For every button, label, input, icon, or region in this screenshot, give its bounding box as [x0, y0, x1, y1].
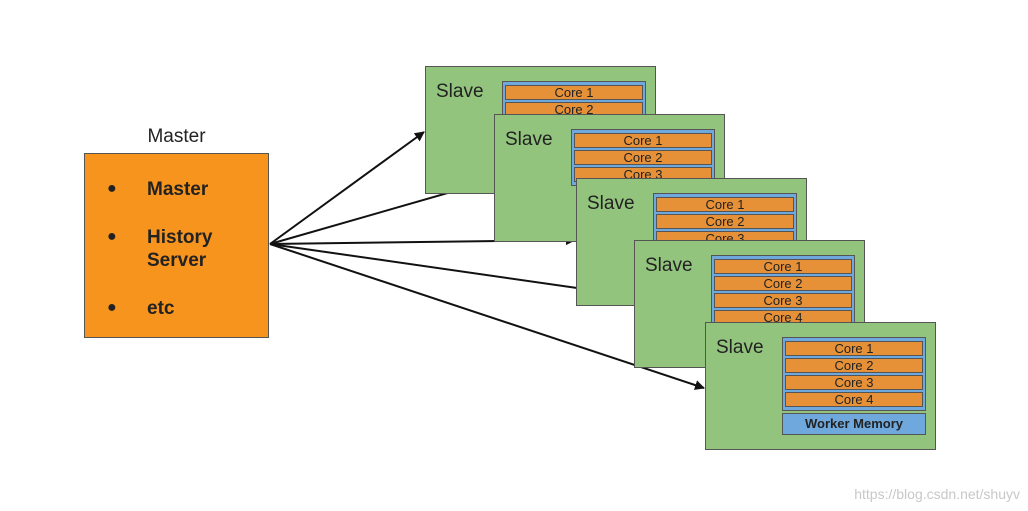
master-node: ● Master ● History Server ● etc	[84, 153, 269, 338]
slave-node: Slave Core 1 Core 2 Core 3 Core 4 Worker Memo…	[705, 322, 936, 450]
slave-label: Slave	[716, 337, 764, 358]
core-cell: Core 1	[505, 85, 643, 100]
slave-label: Slave	[587, 193, 635, 214]
core-cell: Core 4	[785, 392, 923, 407]
arrow-connector	[269, 243, 705, 390]
bullet-item: ● etc	[107, 297, 174, 320]
cores-group: Core 1 Core 2 Core 3 Core 4	[782, 337, 926, 411]
slave-label: Slave	[505, 129, 553, 150]
core-cell: Core 3	[714, 293, 852, 308]
arrow-connector	[269, 131, 425, 245]
core-cell: Core 2	[574, 150, 712, 165]
core-cell: Core 1	[656, 197, 794, 212]
bullet-text: etc	[147, 298, 175, 319]
slave-label: Slave	[645, 255, 693, 276]
bullet-text: History Server	[147, 227, 213, 271]
bullet-item: ● Master	[107, 178, 208, 201]
core-cell: Core 2	[505, 102, 643, 117]
master-title: Master	[147, 126, 206, 147]
core-cell: Core 2	[714, 276, 852, 291]
core-cell: Core 1	[785, 341, 923, 356]
bullet-item: ● History Server	[107, 226, 227, 272]
core-cell: Core 2	[785, 358, 923, 373]
bullet-dot-icon: ●	[107, 228, 117, 245]
arrow-connector	[269, 243, 634, 300]
bullet-text: Master	[147, 179, 209, 200]
worker-memory-block: Worker Memory	[782, 413, 926, 435]
core-cell: Core 3	[785, 375, 923, 390]
slave-label: Slave	[436, 81, 484, 102]
watermark: https://blog.csdn.net/shuyv	[854, 486, 1020, 502]
core-cell: Core 1	[714, 259, 852, 274]
core-cell: Core 1	[574, 133, 712, 148]
bullet-dot-icon: ●	[107, 180, 117, 197]
core-cell: Core 2	[656, 214, 794, 229]
bullet-dot-icon: ●	[107, 299, 117, 316]
